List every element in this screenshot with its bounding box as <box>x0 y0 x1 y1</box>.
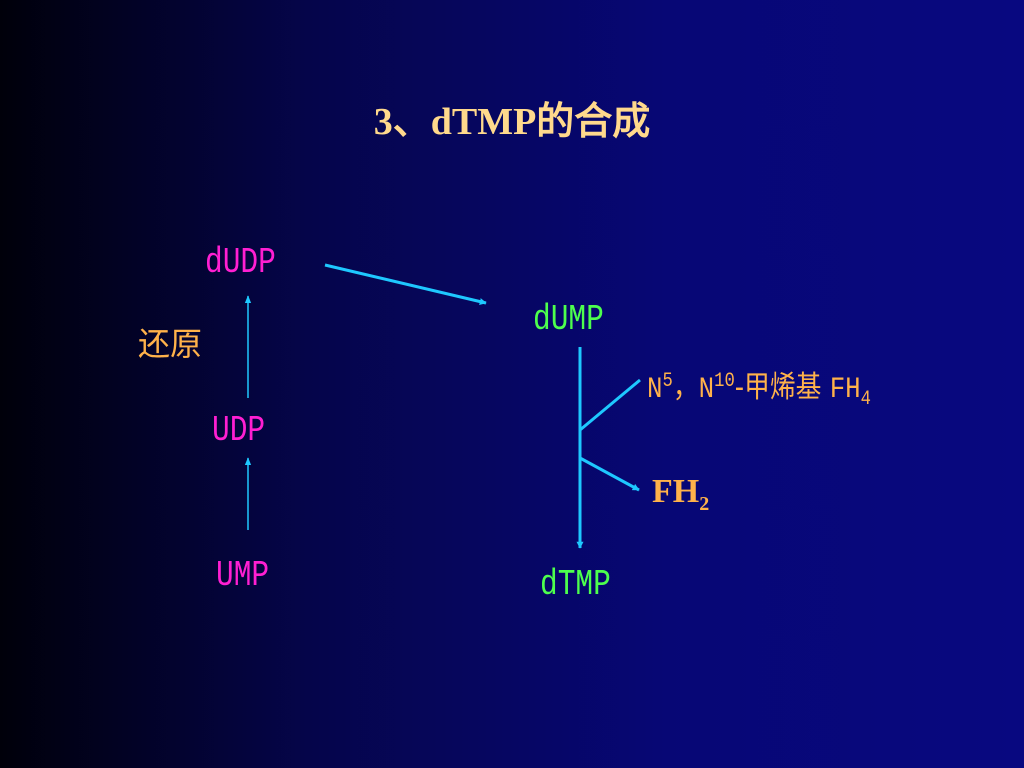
node-dudp: dUDP <box>205 242 276 283</box>
slide-title: 3、dTMP的合成 <box>373 101 651 143</box>
reagent-fh-letters: FH <box>829 373 861 407</box>
node-dtmp: dTMP <box>540 564 611 605</box>
node-dump: dUMP <box>533 299 604 340</box>
reagent-separator: ， <box>672 370 699 405</box>
reagent-n10-sup: 10 <box>714 370 735 393</box>
branch-reagent-in <box>579 378 641 432</box>
arrow-dudp-to-dump <box>324 263 487 305</box>
reagent-name: -甲烯基 <box>734 370 830 405</box>
reagent-fh-sub: 4 <box>860 388 872 411</box>
product-fh-letters: FH <box>652 473 700 510</box>
branch-product-out <box>579 456 640 492</box>
product-fh2: FH2 <box>652 472 710 515</box>
product-fh-sub: 2 <box>699 492 710 515</box>
reagent-n5-letter: N <box>647 373 663 407</box>
label-reduction: 还原 <box>138 325 203 363</box>
node-udp: UDP <box>212 410 266 451</box>
reagent-n10-letter: N <box>698 373 715 407</box>
node-ump: UMP <box>216 555 270 596</box>
reagent-n5-sup: 5 <box>662 370 673 393</box>
reagent-methylene-thf: N5，N10-甲烯基 FH4 <box>647 368 871 410</box>
